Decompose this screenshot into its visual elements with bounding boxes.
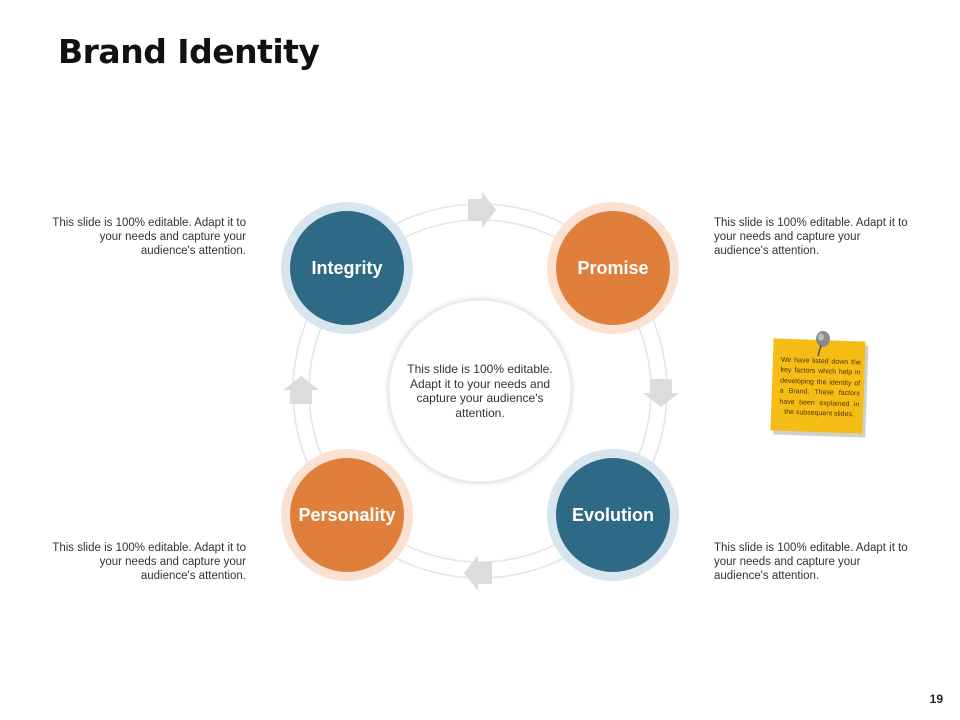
node-integrity-label: Integrity xyxy=(311,258,382,278)
description-top-left: This slide is 100% editable. Adapt it to… xyxy=(52,217,246,257)
node-evolution-label: Evolution xyxy=(572,505,654,525)
node-personality-label: Personality xyxy=(298,505,395,525)
node-promise-label: Promise xyxy=(577,258,648,278)
slide-title: Brand Identity xyxy=(58,32,320,71)
node-promise: Promise xyxy=(547,202,679,334)
node-evolution-circle xyxy=(556,458,670,572)
center-text: This slide is 100% editable. Adapt it to… xyxy=(407,362,553,420)
node-integrity: Integrity xyxy=(281,202,413,334)
node-personality-circle xyxy=(290,458,404,572)
arrow-down-icon xyxy=(643,379,679,407)
push-pin-icon xyxy=(816,331,830,357)
description-bottom-right: This slide is 100% editable. Adapt it to… xyxy=(714,542,908,582)
sticky-note-text: We have listed down the key factors whic… xyxy=(779,356,861,419)
center-circle-shadow xyxy=(385,296,575,486)
node-personality: Personality xyxy=(281,449,413,581)
center-circle xyxy=(386,297,574,485)
node-promise-circle xyxy=(556,211,670,325)
arrow-right-icon xyxy=(468,192,496,228)
description-top-right: This slide is 100% editable. Adapt it to… xyxy=(714,217,908,257)
page-number: 19 xyxy=(929,692,943,706)
node-integrity-circle xyxy=(290,211,404,325)
cycle-arrows xyxy=(283,192,679,591)
arrow-up-icon xyxy=(283,376,319,404)
arrow-left-icon xyxy=(464,555,492,591)
description-bottom-left: This slide is 100% editable. Adapt it to… xyxy=(52,542,246,582)
node-evolution: Evolution xyxy=(547,449,679,581)
